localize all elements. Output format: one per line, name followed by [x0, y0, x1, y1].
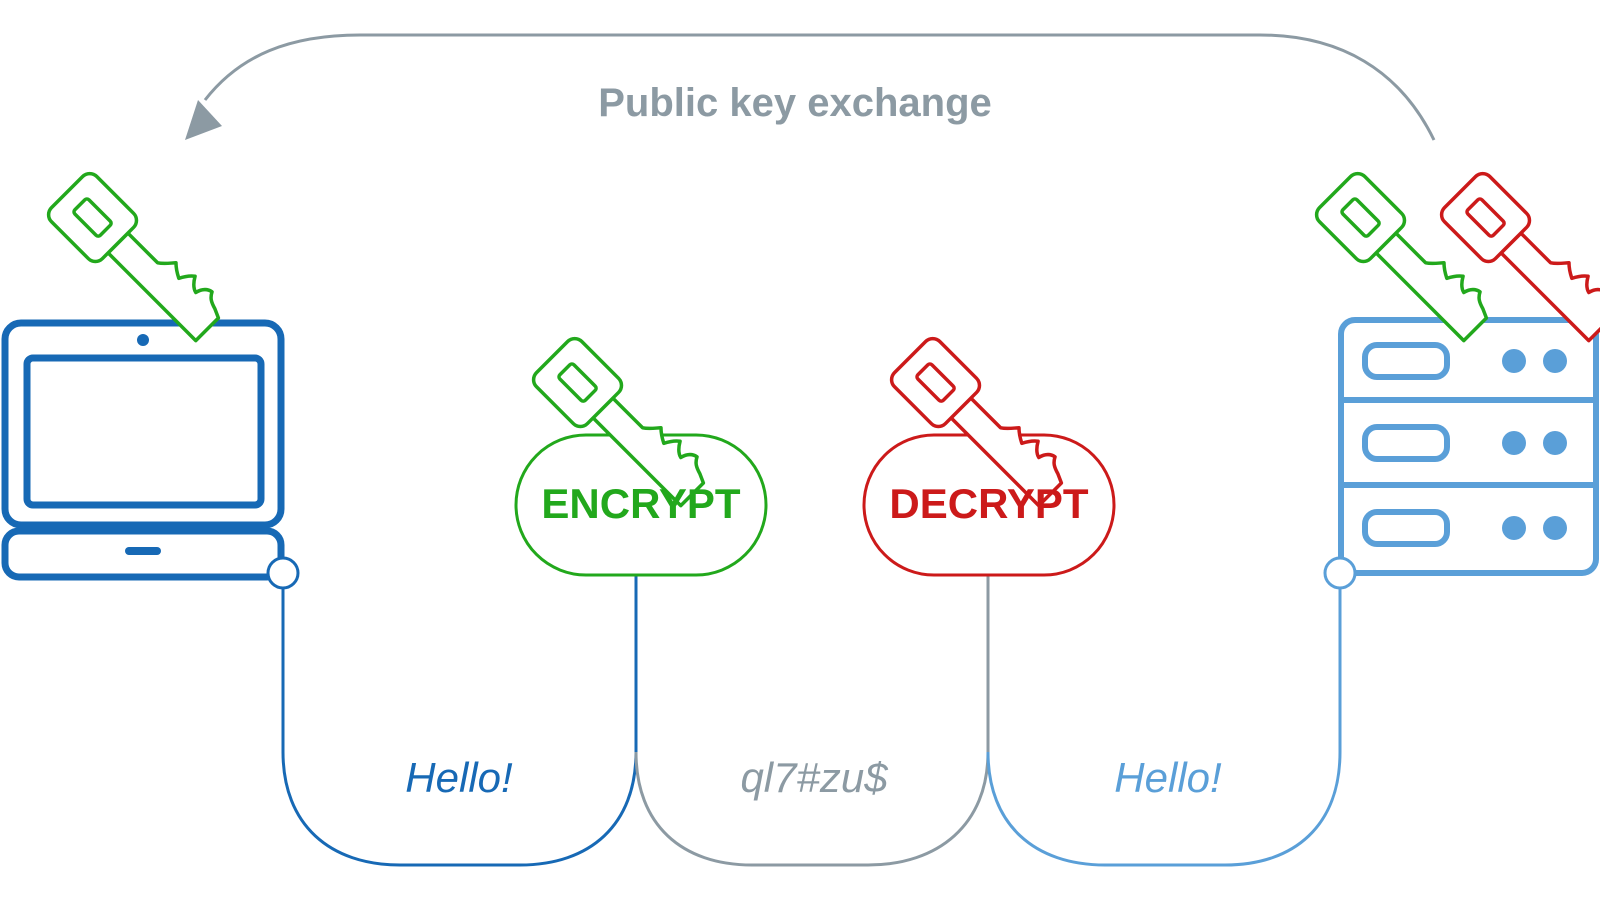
ciphertext-message: ql7#zu$: [740, 754, 888, 801]
encrypt-label: ENCRYPT: [541, 480, 740, 527]
flow-line-plaintext-left: [281, 573, 638, 867]
laptop-connection-node: [266, 556, 300, 590]
plaintext-message-left: Hello!: [405, 754, 513, 801]
key-exchange-arrowhead: [185, 100, 222, 140]
laptop-camera: [137, 334, 149, 346]
server-status-lights: [1502, 349, 1567, 540]
plaintext-message-right: Hello!: [1114, 754, 1222, 801]
flow-line-plaintext-right: [986, 573, 1342, 867]
key-exchange-label: Public key exchange: [598, 81, 992, 125]
server-connection-node: [1323, 556, 1357, 590]
laptop-icon: [1, 319, 285, 581]
flow-line-ciphertext: [634, 573, 990, 867]
key-exchange-arrow: [203, 33, 1436, 141]
laptop-trackpad: [125, 547, 161, 555]
decrypt-label: DECRYPT: [889, 480, 1088, 527]
